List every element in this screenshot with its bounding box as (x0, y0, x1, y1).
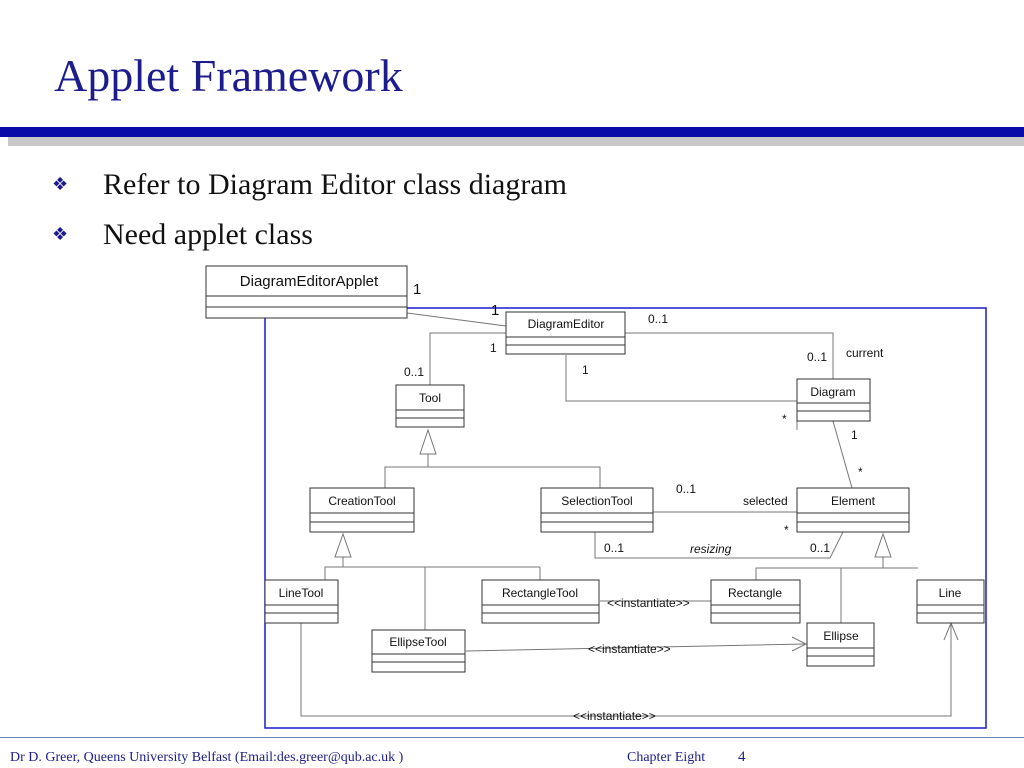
diamond-bullet-icon: ❖ (52, 174, 69, 195)
bullet-text: Refer to Diagram Editor class diagram (103, 168, 568, 201)
multiplicity-label: * (784, 523, 789, 537)
class-box-creationtool: CreationTool (309, 487, 415, 533)
role-label: selected (743, 494, 788, 508)
class-name: RectangleTool (502, 586, 578, 600)
dependency-arrowhead-ellipse (791, 636, 808, 652)
applet-editor-association (406, 312, 507, 327)
class-box-element: Element (796, 487, 910, 533)
multiplicity-label: 1 (491, 302, 499, 319)
instantiate-ellipse-dependency (465, 643, 806, 652)
creationtool-generalization-arrow (334, 532, 352, 558)
multiplicity-label: 0..1 (404, 365, 424, 379)
stereotype-label: <<instantiate>> (607, 596, 690, 610)
instantiate-line-dependency (300, 623, 952, 717)
diagram-frame (264, 307, 987, 729)
stereotype-label: <<instantiate>> (573, 709, 656, 723)
class-name: Line (939, 586, 962, 600)
footer-chapter: Chapter Eight (627, 750, 706, 765)
multiplicity-label: 1 (413, 281, 421, 298)
multiplicity-label: 0..1 (648, 312, 668, 326)
multiplicity-label: 1 (490, 341, 497, 355)
bullet-text: Need applet class (103, 218, 313, 251)
tool-generalization-arrow (419, 428, 437, 455)
multiplicity-label: 1 (582, 363, 589, 377)
class-name: Tool (419, 391, 441, 405)
class-name: Ellipse (823, 629, 859, 643)
slide-title: Applet Framework (54, 50, 403, 101)
class-box-diagram: Diagram (796, 378, 871, 422)
tool-generalization-branch (384, 466, 601, 488)
class-box-selectiontool: SelectionTool (540, 487, 654, 533)
diagram-element-association (832, 420, 853, 489)
class-box-diagrameditorapplet: DiagramEditorApplet (205, 265, 408, 319)
resizing-association (594, 531, 844, 559)
multiplicity-label: 1 (851, 428, 858, 442)
multiplicity-label: * (858, 465, 863, 479)
multiplicity-label: 0..1 (807, 350, 827, 364)
element-generalization-branch (755, 567, 918, 580)
class-name: CreationTool (328, 494, 395, 508)
class-name: EllipseTool (389, 635, 446, 649)
title-divider-shadow (8, 137, 1024, 146)
footer-author: Dr D. Greer, Queens University Belfast (… (10, 750, 404, 765)
editor-tool-association (429, 332, 506, 385)
page-number: 4 (738, 749, 746, 765)
class-name: LineTool (279, 586, 324, 600)
creationtool-generalization-branch (324, 566, 426, 632)
multiplicity-label: 0..1 (676, 482, 696, 496)
multiplicity-label: 0..1 (810, 541, 830, 555)
class-box-line: Line (916, 579, 985, 624)
editor-element-association (565, 355, 798, 430)
stereotype-label: <<instantiate>> (588, 642, 671, 656)
title-divider (0, 127, 1024, 137)
class-box-rectangletool: RectangleTool (481, 579, 600, 624)
class-name: Rectangle (728, 586, 782, 600)
class-name: Element (831, 494, 876, 508)
class-box-rectangle: Rectangle (710, 579, 801, 624)
multiplicity-label: 0..1 (604, 541, 624, 555)
role-label: current (846, 346, 884, 360)
multiplicity-label: * (782, 412, 787, 426)
class-name: Diagram (810, 385, 855, 399)
element-generalization-arrow (874, 532, 892, 558)
footer-divider (0, 737, 1024, 738)
class-name: SelectionTool (561, 494, 632, 508)
class-box-tool: Tool (395, 384, 465, 428)
class-box-diagrameditor: DiagramEditor (505, 311, 626, 355)
class-box-linetool: LineTool (264, 579, 339, 624)
class-name: DiagramEditorApplet (240, 273, 379, 290)
diamond-bullet-icon: ❖ (52, 224, 69, 245)
editor-diagram-association (625, 332, 834, 379)
class-box-ellipsetool: EllipseTool (371, 629, 466, 673)
class-box-ellipse: Ellipse (806, 622, 875, 667)
class-name: DiagramEditor (528, 317, 605, 331)
role-label: resizing (690, 542, 732, 556)
